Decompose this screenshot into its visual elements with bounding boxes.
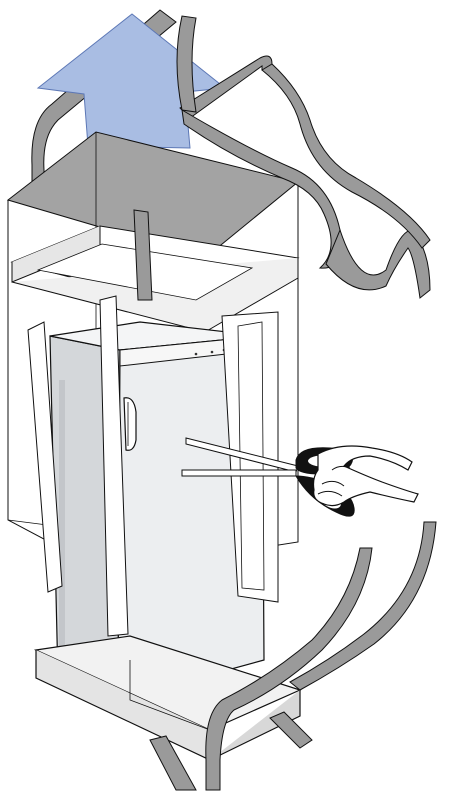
door-handle — [124, 398, 136, 451]
hand-icon — [314, 446, 419, 506]
